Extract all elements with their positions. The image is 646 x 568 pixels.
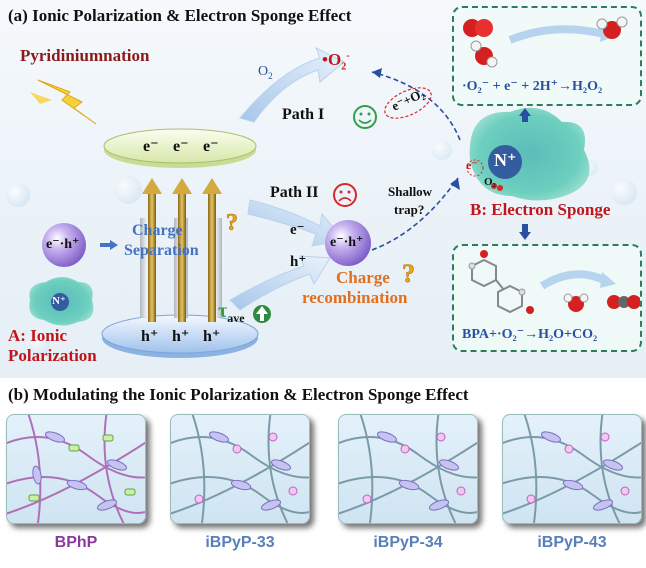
panel-b-title: (b) Modulating the Ionic Polarization & … <box>8 385 469 404</box>
bubble <box>611 179 637 205</box>
lightning-icon <box>37 79 97 125</box>
polymer-network-graphic <box>7 415 145 523</box>
panel-a-graphics: ? ? <box>6 46 637 358</box>
o2-label: O2 <box>258 64 273 81</box>
charge-recombination-label-2: recombination <box>302 288 408 307</box>
electron-small: e⁻ <box>290 222 305 238</box>
polymer-network-graphic <box>339 415 477 523</box>
bubble <box>114 176 142 204</box>
ionic-polarization-label-1: A: Ionic <box>8 326 68 345</box>
recombination-exciton-label: e⁻·h⁺ <box>330 235 364 250</box>
shallow-trap-label-1: Shallow <box>388 184 433 199</box>
structure-tile-ibpyp-34 <box>338 414 478 524</box>
recombination-exciton-sphere <box>325 220 371 266</box>
charge-separation-label-2: Separation <box>124 242 199 259</box>
molecule-icons <box>463 16 628 68</box>
smiley-icon <box>353 105 377 129</box>
cb-electron: e⁻ <box>203 138 219 155</box>
path-one-label: Path I <box>282 106 325 123</box>
panel-a-background: ? ? <box>0 0 646 378</box>
bubble <box>6 183 30 207</box>
reverse-electron-arrow <box>371 71 461 141</box>
vb-hole: h⁺ <box>203 328 221 345</box>
label-ibpyp-33: iBPyP-33 <box>205 534 275 551</box>
shallow-trap-arrow <box>371 177 459 251</box>
bpa-reaction-equation: BPA+·O₂⁻→H₂O+CO₂ <box>462 327 598 342</box>
bpa-reaction-box: BPA+·O₂⁻→H₂O+CO₂ <box>452 244 642 352</box>
panel-a-title: (a) Ionic Polarization & Electron Sponge… <box>8 6 352 25</box>
down-arrow-icon <box>519 232 531 240</box>
bubble <box>30 335 50 355</box>
h2o2-reaction-equation: ·O₂⁻ + e⁻ + 2H⁺→H₂O₂ <box>462 79 603 94</box>
bpa-molecule-icon <box>468 250 640 314</box>
structure-tile-ibpyp-43 <box>502 414 642 524</box>
label-ibpyp-43: iBPyP-43 <box>537 534 607 551</box>
charge-recombination-label-1: Charge <box>336 268 390 287</box>
vb-hole: h⁺ <box>172 328 190 345</box>
path-two-label: Path II <box>270 184 319 201</box>
small-arrow-icon <box>110 240 118 250</box>
sponge-cation: N⁺ <box>494 150 517 170</box>
hole-arrow <box>229 255 331 311</box>
sponge-oxygen: O₂ <box>484 176 496 188</box>
bubble <box>432 140 452 160</box>
exciton-label: e⁻·h⁺ <box>46 237 80 252</box>
electron-sponge-label: B: Electron Sponge <box>470 200 611 219</box>
path-one-arrow <box>239 46 345 123</box>
lightning-icon <box>30 92 52 104</box>
sponge-electron: e⁻ <box>466 158 478 172</box>
conduction-band <box>103 128 257 164</box>
question-mark-icon: ? <box>402 259 415 288</box>
structure-tile-bphp <box>6 414 146 524</box>
exciton-sphere <box>42 223 86 267</box>
sad-face-icon <box>333 183 357 207</box>
vb-hole: h⁺ <box>141 328 159 345</box>
question-mark-icon: ? <box>226 210 238 236</box>
charge-transfer-arrows <box>142 178 222 322</box>
cb-electron: e⁻ <box>143 138 159 155</box>
pyridinium-label: Pyridiniumnation <box>20 46 150 65</box>
hole-small: h⁺ <box>290 254 307 270</box>
charge-separation-label-1: Charge <box>132 222 183 239</box>
ionic-polarization-label-2: Polarization <box>8 346 97 365</box>
polymer-network-graphic <box>503 415 641 523</box>
polymer-network-graphic <box>171 415 309 523</box>
unit-cation-label: N⁺ <box>52 295 66 307</box>
tau-average-label: τave <box>218 300 245 325</box>
label-bphp: BPhP <box>54 534 98 551</box>
structure-tile-ibpyp-33 <box>170 414 310 524</box>
up-arrow-icon <box>519 108 531 116</box>
shallow-trap-label-2: trap? <box>394 202 425 217</box>
h2o2-reaction-box: ·O₂⁻ + e⁻ + 2H⁺→H₂O₂ <box>452 6 642 106</box>
superoxide-label: •O2- <box>322 50 350 73</box>
cb-electron: e⁻ <box>173 138 189 155</box>
label-ibpyp-34: iBPyP-34 <box>373 534 443 551</box>
